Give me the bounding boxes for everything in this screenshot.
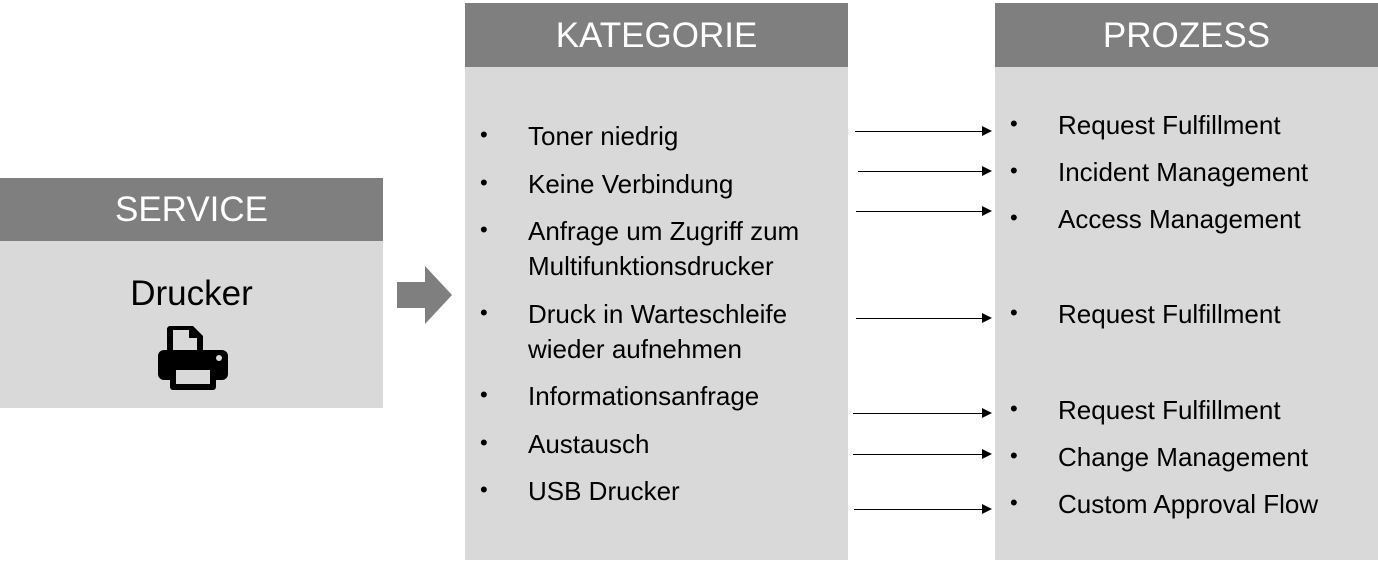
- prozess-item: Request Fulfillment: [1058, 299, 1281, 329]
- prozess-item: Access Management: [1058, 204, 1301, 234]
- kategorie-item: Anfrage um Zugriff zum: [528, 216, 800, 246]
- bullet-icon: •: [480, 300, 488, 325]
- bullet-icon: •: [1010, 490, 1018, 515]
- bullet-icon: •: [1010, 111, 1018, 136]
- kategorie-item: Keine Verbindung: [528, 169, 734, 199]
- prozess-item: Request Fulfillment: [1058, 395, 1281, 425]
- kategorie-item: Informationsanfrage: [528, 381, 760, 411]
- bullet-icon: •: [480, 382, 488, 407]
- printer-icon: [158, 326, 228, 390]
- bullet-icon: •: [480, 217, 488, 242]
- prozess-item: Change Management: [1058, 442, 1309, 472]
- kategorie-header: KATEGORIE: [465, 3, 848, 67]
- mapping-arrow-icon: [858, 166, 992, 176]
- service-box: SERVICE Drucker: [0, 178, 383, 408]
- kategorie-item: wieder aufnehmen: [528, 334, 742, 364]
- prozess-item: Request Fulfillment: [1058, 110, 1281, 140]
- bullet-icon: •: [1010, 443, 1018, 468]
- mapping-arrow-icon: [853, 408, 992, 418]
- service-header: SERVICE: [0, 178, 383, 241]
- bullet-icon: •: [1010, 158, 1018, 183]
- bullet-icon: •: [1010, 300, 1018, 325]
- bullet-icon: •: [480, 477, 488, 502]
- mapping-arrow-icon: [856, 313, 992, 323]
- kategorie-item: Toner niedrig: [528, 121, 679, 151]
- mapping-arrow-icon: [856, 206, 992, 216]
- bullet-icon: •: [1010, 396, 1018, 421]
- mapping-arrow-icon: [854, 504, 992, 514]
- flow-arrow-icon: [397, 266, 452, 324]
- kategorie-item: Multifunktionsdrucker: [528, 251, 774, 281]
- bullet-icon: •: [480, 170, 488, 195]
- prozess-item: Incident Management: [1058, 157, 1309, 187]
- service-name: Drucker: [130, 274, 253, 313]
- prozess-item: Custom Approval Flow: [1058, 489, 1319, 519]
- mapping-arrow-icon: [853, 449, 992, 459]
- bullet-icon: •: [480, 430, 488, 455]
- prozess-header: PROZESS: [995, 3, 1378, 67]
- bullet-icon: •: [480, 122, 488, 147]
- mapping-arrow-icon: [855, 126, 992, 136]
- prozess-box: PROZESS: [995, 3, 1378, 560]
- bullet-icon: •: [1010, 205, 1018, 230]
- kategorie-item: Druck in Warteschleife: [528, 299, 788, 329]
- kategorie-item: Austausch: [528, 429, 650, 459]
- kategorie-box: KATEGORIE: [465, 3, 848, 560]
- kategorie-item: USB Drucker: [528, 476, 680, 506]
